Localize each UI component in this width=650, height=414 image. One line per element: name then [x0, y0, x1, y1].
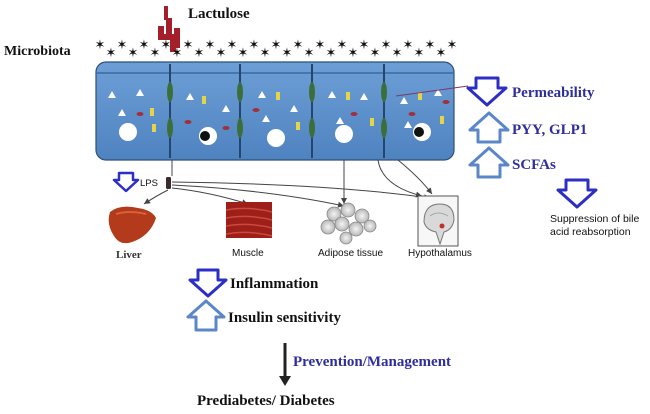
insulin-sensitivity-up-arrow-icon	[186, 299, 226, 332]
pyy-glp1-up-arrow-icon	[468, 111, 510, 144]
adipose-label: Adipose tissue	[318, 248, 383, 259]
scfas-label: SCFAs	[512, 157, 556, 173]
microbe-star: ✶	[436, 46, 447, 61]
microbe-star: ✶	[392, 46, 403, 61]
microbe-star: ✶	[304, 46, 315, 61]
permeability-pointer	[395, 85, 469, 97]
inflammation-down-arrow-icon	[188, 268, 228, 298]
microbe-star: ✶	[447, 38, 458, 53]
hypothalamus-label: Hypothalamus	[408, 248, 472, 259]
microbe-star: ✶	[326, 46, 337, 61]
adipose-tissue-icon	[320, 202, 377, 245]
hypothalamus-brain-icon	[417, 195, 459, 247]
muscle-label: Muscle	[232, 248, 264, 259]
liver-label: Liver	[116, 249, 142, 261]
microbe-star: ✶	[249, 38, 260, 53]
microbe-star: ✶	[150, 46, 161, 61]
microbe-star: ✶	[139, 38, 150, 53]
bile-suppression-down-arrow-icon	[556, 178, 598, 209]
microbe-star: ✶	[216, 46, 227, 61]
microbe-star: ✶	[95, 38, 106, 53]
pyy-glp1-label: PYY, GLP1	[512, 122, 587, 138]
microbe-star: ✶	[337, 38, 348, 53]
permeability-label: Permeability	[512, 85, 595, 101]
lps-down-arrow-icon	[112, 171, 140, 193]
microbe-star: ✶	[238, 46, 249, 61]
muscle-icon	[225, 202, 273, 238]
microbe-star: ✶	[205, 38, 216, 53]
microbe-star: ✶	[260, 46, 271, 61]
microbe-star: ✶	[370, 46, 381, 61]
microbe-star: ✶	[403, 38, 414, 53]
pathway-arrows	[143, 159, 433, 208]
microbe-star: ✶	[271, 38, 282, 53]
microbiota-label: Microbiota	[4, 44, 71, 59]
lactulose-icon	[158, 6, 180, 52]
scfas-up-arrow-icon	[468, 146, 510, 179]
lps-molecule-icon	[166, 177, 171, 189]
microbe-star: ✶	[117, 38, 128, 53]
microbe-star: ✶	[348, 46, 359, 61]
microbe-star: ✶	[359, 38, 370, 53]
microbe-star: ✶	[315, 38, 326, 53]
microbe-star: ✶	[161, 38, 172, 53]
inflammation-label: Inflammation	[230, 276, 319, 292]
microbe-star: ✶	[106, 46, 117, 61]
microbe-star: ✶	[227, 38, 238, 53]
prevention-management-label: Prevention/Management	[293, 354, 451, 370]
liver-icon	[108, 206, 156, 244]
microbe-star: ✶	[293, 38, 304, 53]
microbe-star: ✶	[183, 38, 194, 53]
microbe-star: ✶	[282, 46, 293, 61]
suppression-label-line1: Suppression of bile	[550, 213, 639, 225]
suppression-label-line2: acid reabsorption	[550, 226, 631, 238]
microbe-star: ✶	[128, 46, 139, 61]
lps-label: LPS	[140, 178, 158, 189]
insulin-sensitivity-label: Insulin sensitivity	[228, 310, 341, 326]
prevention-arrow	[279, 343, 291, 386]
microbe-star: ✶	[172, 46, 183, 61]
prediabetes-diabetes-label: Prediabetes/ Diabetes	[197, 393, 335, 409]
microbe-star: ✶	[381, 38, 392, 53]
microbiota-stars: ✶✶✶✶✶✶✶✶✶✶✶✶✶✶✶✶✶✶✶✶✶✶✶✶✶✶✶✶✶✶✶✶✶	[95, 38, 458, 61]
microbe-star: ✶	[194, 46, 205, 61]
permeability-down-arrow-icon	[466, 76, 508, 107]
intestinal-epithelium	[95, 61, 455, 161]
lactulose-label: Lactulose	[188, 6, 250, 22]
microbe-star: ✶	[425, 38, 436, 53]
microbe-star: ✶	[414, 46, 425, 61]
